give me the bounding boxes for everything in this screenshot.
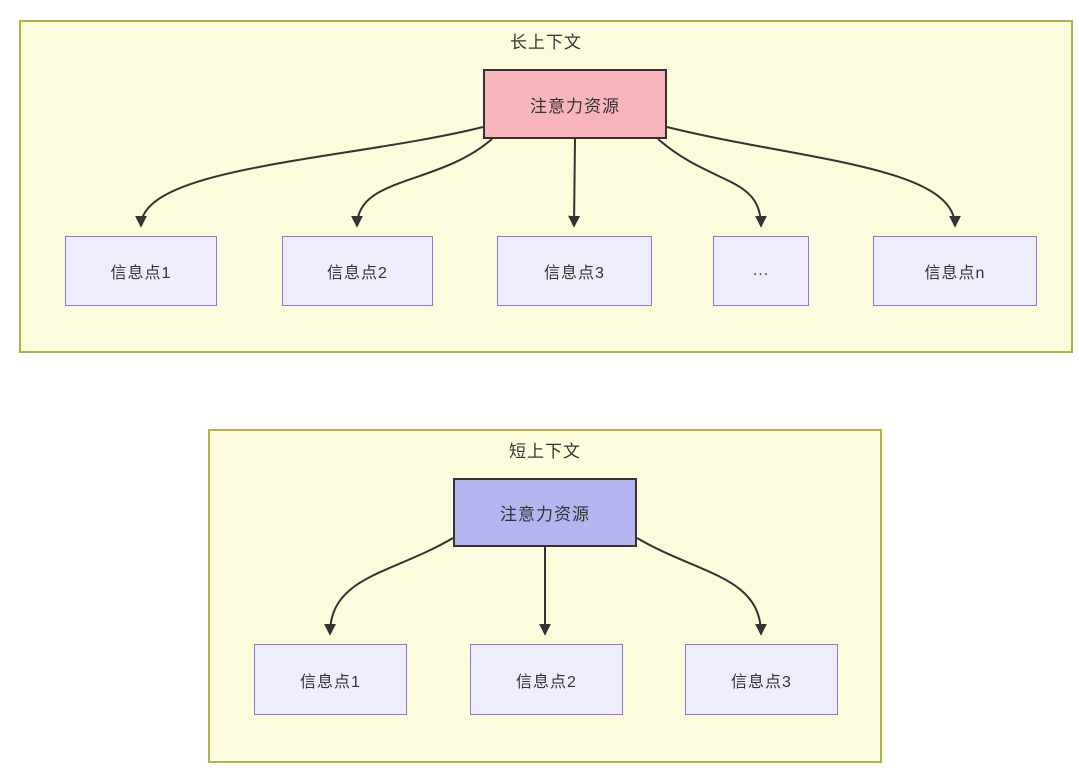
short-info-label-3: 信息点3 [731,673,792,691]
short-attention-node: 注意力资源 [453,478,637,547]
short-info-node-3: 信息点3 [685,644,838,715]
long-info-label-n: 信息点n [924,265,986,282]
long-info-label-3: 信息点3 [544,265,605,282]
long-attention-label: 注意力资源 [530,96,620,116]
short-info-label-2: 信息点2 [516,673,577,691]
long-attention-node: 注意力资源 [483,69,667,139]
long-info-node-2: 信息点2 [282,236,433,306]
long-info-label-1: 信息点1 [110,265,172,282]
short-context-title: 短上下文 [509,442,581,461]
long-info-label-2: 信息点2 [327,265,388,282]
short-info-node-1: 信息点1 [254,644,407,715]
long-context-title: 长上下文 [510,33,582,52]
long-info-node-1: 信息点1 [65,236,217,306]
long-info-node-ellipsis: ... [713,236,809,306]
long-info-node-n: 信息点n [873,236,1037,306]
short-info-label-1: 信息点1 [300,673,361,691]
long-info-node-3: 信息点3 [497,236,652,306]
long-info-label-ellipsis: ... [752,262,770,279]
short-info-node-2: 信息点2 [470,644,623,715]
short-attention-label: 注意力资源 [500,505,590,524]
